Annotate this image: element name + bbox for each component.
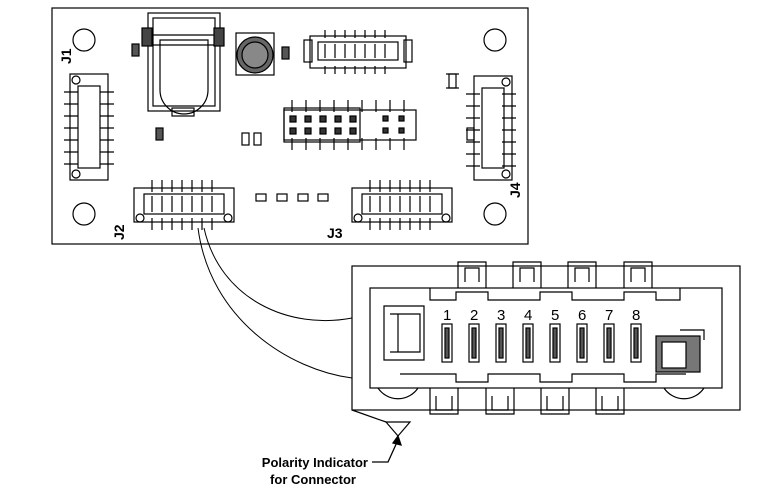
polarity-callout-line1: Polarity Indicator [262, 455, 368, 470]
detail-leader-lines [197, 227, 353, 379]
connector-detail-view [351, 261, 741, 437]
connector-j3 [351, 180, 453, 230]
mounting-hole [72, 28, 96, 52]
pin-number: 1 [443, 307, 451, 324]
label-j1: J1 [58, 48, 74, 64]
pin-number: 3 [497, 307, 505, 324]
polarity-triangle-icon [384, 421, 412, 437]
connector-j4 [466, 75, 516, 181]
pin-slots [441, 323, 642, 363]
pin-number: 7 [605, 307, 613, 324]
pin-header [283, 100, 417, 150]
round-component [235, 32, 275, 76]
top-connector [303, 30, 413, 74]
label-j4: J4 [507, 182, 523, 198]
connector-j1 [64, 73, 114, 181]
jack-component [141, 12, 225, 117]
pin-number: 6 [578, 307, 586, 324]
pin-number: 2 [470, 307, 478, 324]
pin-number: 4 [524, 307, 532, 324]
label-j3: J3 [327, 225, 343, 241]
polarity-callout-line2: for Connector [270, 472, 356, 487]
mounting-hole [483, 202, 507, 226]
connector-j2 [133, 180, 235, 230]
mounting-hole [72, 202, 96, 226]
pin-number: 5 [551, 307, 559, 324]
label-j2: J2 [111, 224, 127, 240]
pin-number: 8 [632, 307, 640, 324]
pcb-board [51, 7, 529, 245]
mounting-hole [483, 28, 507, 52]
pin-number-labels: 1 2 3 4 5 6 7 8 [443, 307, 640, 324]
polarity-callout-arrow [372, 434, 402, 463]
